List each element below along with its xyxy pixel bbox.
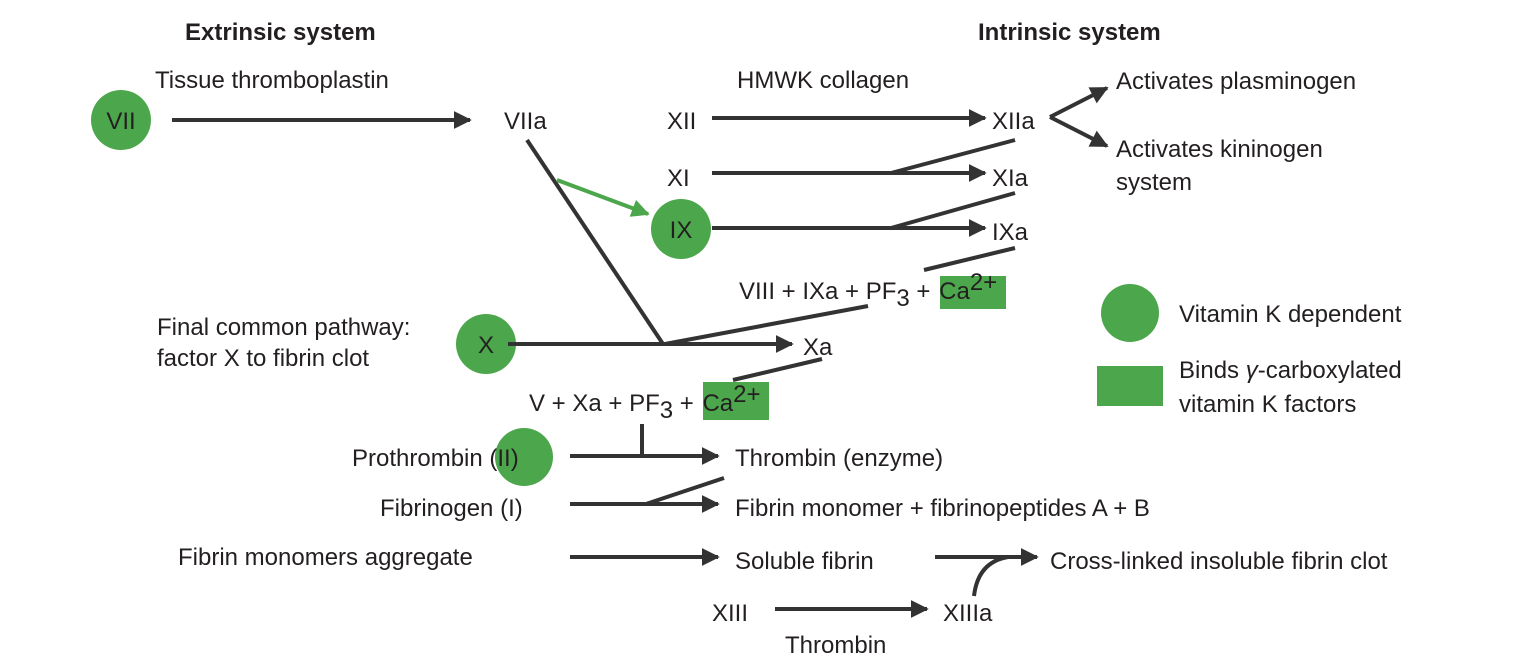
final-common-pathway-label-line2: factor X to fibrin clot [157, 345, 369, 372]
xiia-to-plasminogen-arrow [1049, 86, 1109, 119]
legend-binds-label-line1: Binds γ-carboxylated [1179, 357, 1402, 384]
factor-xiia-label: XIIa [992, 108, 1035, 135]
factor-xiii-label: XIII [712, 600, 748, 627]
fibrinogen-label: Fibrinogen (I) [380, 495, 523, 522]
soluble-fibrin-label: Soluble fibrin [735, 548, 874, 575]
extrinsic-system-header: Extrinsic system [185, 19, 376, 46]
hmwk-collagen-label: HMWK collagen [737, 67, 909, 94]
vitamin-k-factor-ii-circle [495, 428, 553, 486]
legend-box-icon [1097, 366, 1163, 406]
xiia-activates-xi-line [890, 138, 1016, 175]
cross-linked-fibrin-clot-label: Cross-linked insoluble fibrin clot [1050, 548, 1388, 575]
activates-kininogen-label-line2: system [1116, 169, 1192, 196]
intrinsic-system-header: Intrinsic system [978, 19, 1161, 46]
tenase-calcium-box [940, 276, 1006, 309]
prothrombinase-complex-label: V + Xa + PF3 + Ca2+ [529, 381, 761, 424]
factor-viia-label: VIIa [504, 108, 547, 135]
xiia-to-kininogen-arrow [1049, 115, 1109, 148]
tenase-complex-label: VIII + IXa + PF3 + Ca2+ [739, 269, 997, 312]
tissue-thromboplastin-label: Tissue thromboplastin [155, 67, 389, 94]
factor-ixa-label: IXa [992, 219, 1029, 246]
final-common-pathway-label-line1: Final common pathway: [157, 314, 410, 341]
factor-vii-label: VII [106, 108, 135, 135]
thrombin-label: Thrombin [785, 632, 886, 659]
legend-vitamin-k-dependent-label: Vitamin K dependent [1179, 301, 1402, 328]
factor-ix-label: IX [670, 217, 693, 244]
fibrin-monomer-label: Fibrin monomer + fibrinopeptides A + B [735, 495, 1150, 522]
prothrombin-label: Prothrombin (II) [352, 445, 519, 472]
xiiia-activation-curve [972, 555, 1009, 597]
prothrombinase-calcium-box [703, 382, 769, 420]
fibrin-monomers-aggregate-label: Fibrin monomers aggregate [178, 544, 473, 571]
legend-binds-label-line2: vitamin K factors [1179, 391, 1356, 418]
tenase-to-x-line [664, 304, 869, 346]
ixa-to-tenase-line [923, 246, 1016, 272]
activates-plasminogen-label: Activates plasminogen [1116, 68, 1356, 95]
factor-xi-label: XI [667, 165, 690, 192]
viia-activates-ix-arrow [556, 178, 650, 217]
thrombin-enzyme-label: Thrombin (enzyme) [735, 445, 943, 472]
activates-kininogen-label-line1: Activates kininogen [1116, 136, 1323, 163]
factor-xii-label: XII [667, 108, 696, 135]
factor-xia-label: XIa [992, 165, 1029, 192]
vitamin-k-factor-vii-circle [91, 90, 151, 150]
thrombin-activates-fibrinogen-line [645, 476, 725, 506]
viia-diagonal-line [525, 138, 665, 346]
vitamin-k-factor-ix-circle [651, 199, 711, 259]
legend-circle-icon [1101, 284, 1159, 342]
vitamin-k-factor-x-circle [456, 314, 516, 374]
factor-xiiia-label: XIIIa [943, 600, 993, 627]
factor-xa-label: Xa [803, 334, 833, 361]
factor-x-label: X [478, 332, 494, 359]
xa-to-prothrombinase-line [732, 357, 823, 382]
xia-activates-ix-line [890, 191, 1016, 230]
